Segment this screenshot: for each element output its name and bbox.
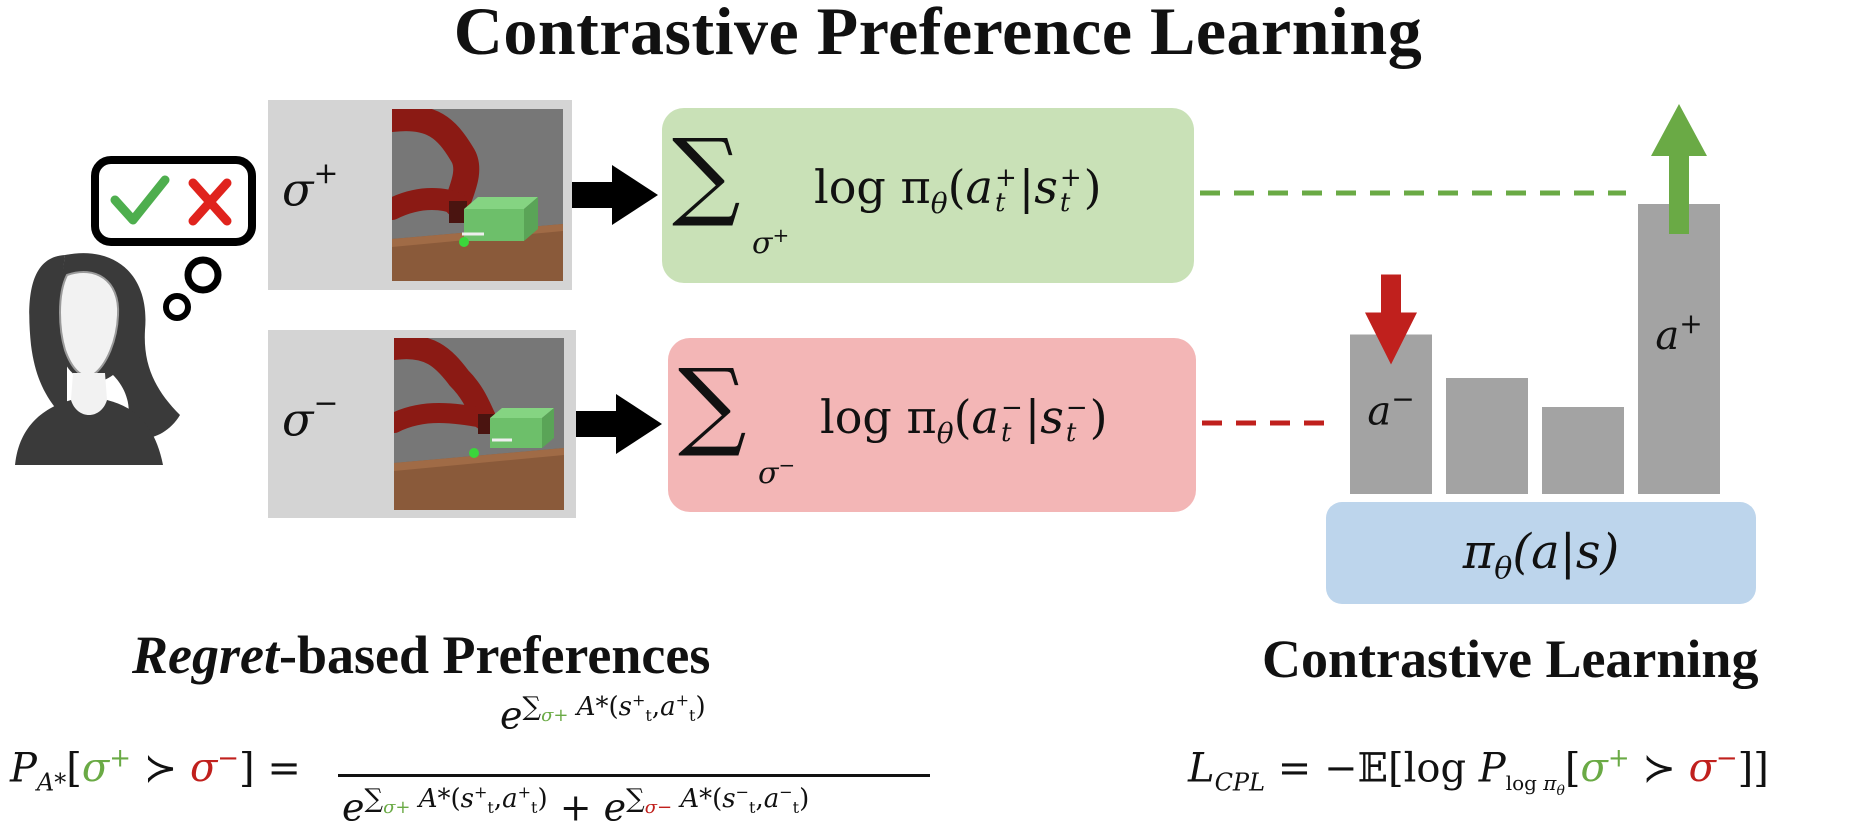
policy-bar-chart: a−a+ <box>1350 104 1720 494</box>
sigma-plus-label: σ+ <box>282 156 339 217</box>
policy-bar-4 <box>1638 204 1720 494</box>
check-icon <box>110 175 170 225</box>
robot-image-positive <box>392 109 563 281</box>
positive-trajectory-frame: σ+ <box>268 100 572 290</box>
person-silhouette <box>15 253 180 465</box>
negative-logprob-expr: log πθ(a−t|s−t) <box>820 390 1108 451</box>
policy-expr: πθ(a|s) <box>1462 524 1620 587</box>
increase-arrow-icon <box>1651 104 1707 234</box>
positive-logprob-expr: log πθ(a+t|s+t) <box>814 160 1102 221</box>
arrow-right-icon <box>576 394 662 454</box>
fraction-numerator: e∑σ+ A*(s+t,a+t) <box>500 690 706 738</box>
policy-bar-3 <box>1542 407 1624 494</box>
fraction-bar <box>338 774 930 777</box>
decrease-arrow-icon <box>1365 274 1417 365</box>
positive-logprob-box: ∑ σ+ log πθ(a+t|s+t) <box>662 108 1194 283</box>
regret-preferences-title: Regret-based Preferences <box>132 625 711 685</box>
contrastive-learning-title: Contrastive Learning <box>1262 629 1759 689</box>
thought-circle-large <box>184 256 222 294</box>
sum-subscript: σ− <box>758 453 796 491</box>
sum-symbol: ∑ <box>672 118 741 230</box>
preference-probability-lhs: PA*[σ+ ≻ σ−] = <box>10 744 301 797</box>
robot-image-negative <box>394 338 564 510</box>
cpl-loss-equation: LCPL = −𝔼[log Plog πθ[σ+ ≻ σ−]] <box>1188 744 1769 800</box>
dashed-connector-negative <box>1202 420 1338 426</box>
cross-icon <box>188 178 232 226</box>
fraction-denominator: e∑σ+ A*(s+t,a+t) + e∑σ− A*(s−t,a−t) <box>342 782 810 830</box>
dashed-connector-positive <box>1200 190 1626 196</box>
negative-logprob-box: ∑ σ− log πθ(a−t|s−t) <box>668 338 1196 512</box>
diagram-title: Contrastive Preference Learning <box>453 0 1423 69</box>
sum-symbol: ∑ <box>678 348 747 460</box>
arrow-right-icon <box>572 165 658 225</box>
policy-bar-2 <box>1446 378 1528 494</box>
policy-box: πθ(a|s) <box>1326 502 1756 604</box>
sigma-minus-label: σ− <box>282 386 339 447</box>
sum-subscript: σ+ <box>752 223 790 261</box>
negative-trajectory-frame: σ− <box>268 330 576 518</box>
thought-circle-small <box>163 293 191 321</box>
person-thinking-icon <box>15 156 256 465</box>
